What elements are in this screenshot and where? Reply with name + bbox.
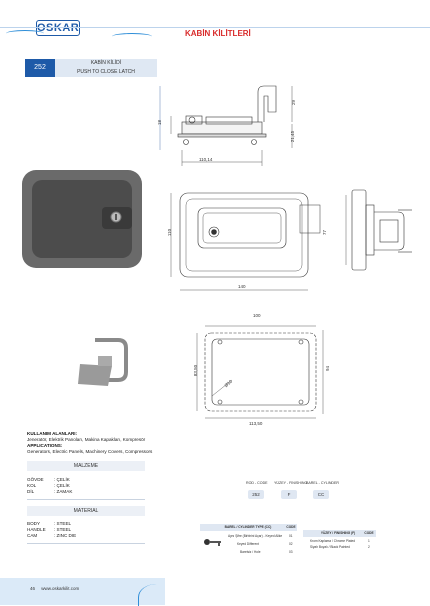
section-title: KABİN KİLİTLERİ — [185, 29, 251, 38]
finishing-row-code: 1 — [368, 539, 370, 543]
material-divider — [27, 499, 145, 500]
material-en-value: : STEEL — [54, 527, 72, 532]
right-side-view-drawing — [345, 189, 412, 271]
dim-side-height-right: 29 — [291, 99, 297, 106]
order-finishing-value: F — [281, 490, 297, 499]
finishing-table-code-header: CODE — [362, 530, 376, 537]
dim-cutout-bottom: 113,50 — [249, 421, 263, 426]
dim-cutout-left: 83,50 — [193, 364, 199, 377]
usage-text-en: Generators, Electric Panels, Machinery C… — [27, 449, 153, 454]
product-name-tr: KABİN KİLİDİ — [90, 60, 122, 66]
front-view-drawing — [170, 192, 321, 291]
product-photo — [22, 170, 142, 268]
dim-front-width: 140 — [238, 284, 246, 289]
finishing-row-name: Krom Kaplama / Chrome Plated — [310, 539, 355, 543]
barrel-row-name: Keyed Different — [237, 542, 259, 546]
dim-front-height: 110 — [167, 228, 173, 237]
key-icon — [204, 539, 221, 546]
material-divider — [27, 543, 145, 544]
order-head-finishing: YÜZEY - FINISHING — [274, 481, 308, 485]
finishing-row-code: 2 — [368, 545, 370, 549]
material-tr-value: : ÇELİK — [54, 483, 70, 488]
material-tr-part: GÖVDE — [27, 477, 44, 482]
cutout-drawing — [196, 325, 324, 419]
barrel-table-code-header: CODE — [285, 524, 297, 531]
barrel-row-name: Barelsiz / Hole — [240, 550, 261, 554]
footer-info: 46 www.oskarkilit.com — [30, 586, 79, 591]
material-tr-title: MALZEME — [27, 461, 145, 471]
usage-title-tr: KULLANIM ALANLARI: — [27, 431, 78, 436]
order-head-barrel: BAREL - CYLINDER — [306, 481, 340, 485]
barrel-row-code: 03 — [289, 550, 293, 554]
material-tr-part: DİL — [27, 489, 35, 494]
material-en-title: MATERIAL — [27, 506, 145, 516]
order-barrel-value: CC — [313, 490, 329, 499]
dim-side-height-left: 18 — [157, 119, 163, 126]
footer-swoosh — [138, 584, 169, 606]
material-en-value: : STEEL — [54, 521, 72, 526]
material-tr-value: : ÇELİK — [54, 477, 70, 482]
finishing-table-header: YÜZEY / FINISHING (F) — [303, 530, 373, 537]
dim-cutout-top: 100 — [253, 313, 261, 318]
material-en-value: : ZINC DIE — [54, 533, 77, 538]
material-tr-part: KOL — [27, 483, 37, 488]
material-en-part: CAM — [27, 533, 38, 538]
finishing-row-name: Siyah Boyalı / Black Painted — [310, 545, 350, 549]
header-swoosh — [6, 30, 44, 37]
barrel-row-name: Aynı Şifre (Birbirini Açar) - Keyed Alik… — [228, 534, 283, 538]
handle-photo — [78, 338, 128, 386]
dim-side-depth: 77 — [322, 229, 328, 236]
product-code: 252 — [25, 59, 55, 77]
usage-title-en: APPLICATIONS: — [27, 443, 63, 448]
barrel-row-code: 02 — [289, 542, 293, 546]
material-en-part: HANDLE — [27, 527, 46, 532]
barrel-table-header: BAREL / CYLINDER TYPE (CC) — [200, 524, 296, 531]
order-head-product: ROD - CODE — [246, 481, 268, 485]
dim-side-height-lower: 21,45 — [290, 130, 296, 143]
product-name-band: KABİN KİLİDİ PUSH TO CLOSE LATCH — [55, 59, 157, 77]
material-tr-value: : ZAMAK — [54, 489, 73, 494]
order-product-value: 252 — [248, 490, 264, 499]
dim-cutout-right: 94 — [325, 365, 331, 372]
page-number: 46 — [30, 586, 36, 591]
dim-side-width: 110,14 — [199, 157, 213, 162]
usage-text-tr: Jeneratör, Elektrik Panoları, Makina Kap… — [27, 437, 146, 442]
side-view-drawing — [159, 85, 293, 166]
product-name-en: PUSH TO CLOSE LATCH — [77, 69, 135, 75]
header-swoosh — [112, 33, 152, 40]
header-rule — [0, 27, 430, 28]
footer-url[interactable]: www.oskarkilit.com — [41, 586, 80, 591]
barrel-row-code: 01 — [289, 534, 293, 538]
material-en-part: BODY — [27, 521, 41, 526]
brand-logo: OSKAR — [36, 20, 80, 36]
footer-band — [0, 578, 165, 605]
